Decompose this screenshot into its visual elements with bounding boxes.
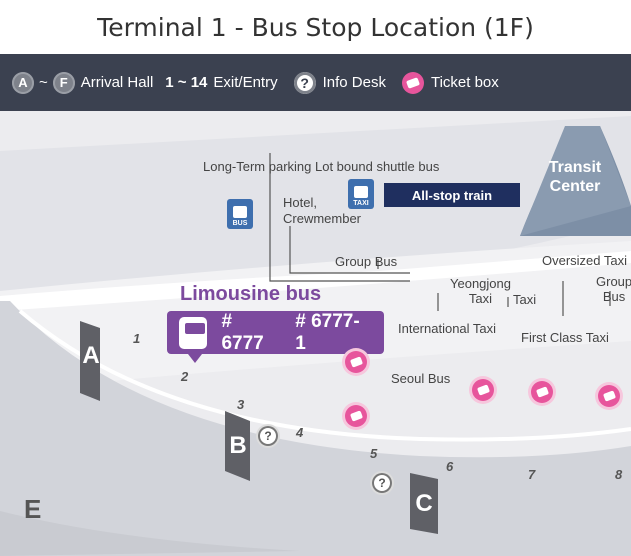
bus-icon-text: BUS bbox=[232, 220, 248, 227]
legend-exit: 1 ~ 14 Exit/Entry bbox=[165, 74, 277, 91]
exit-5-marker: 5 bbox=[370, 446, 378, 461]
all-stop-train-label: All-stop train bbox=[384, 183, 520, 207]
taxi-icon: TAXI bbox=[348, 179, 374, 209]
bus-icon: BUS bbox=[227, 199, 253, 229]
limousine-bus-icon bbox=[179, 316, 208, 349]
hotel-crewmember-label: Hotel, Crewmember bbox=[283, 195, 362, 226]
hall-c-marker: C bbox=[415, 489, 433, 517]
taxi-label: Taxi bbox=[513, 292, 537, 307]
legend-tilde: ~ bbox=[39, 74, 48, 91]
exit-6-marker: 6 bbox=[446, 459, 454, 474]
arrival-hall-label: Arrival Hall bbox=[80, 74, 154, 91]
ticket-box-icon bbox=[598, 385, 620, 407]
shuttle-bus-label: Long-Term parking Lot bound shuttle bus bbox=[203, 159, 440, 174]
route-6777: # 6777 bbox=[221, 310, 264, 354]
terminal-map: A B C E Long-Term parking Lot bound shut… bbox=[0, 111, 631, 556]
ticket-box-label: Ticket box bbox=[430, 74, 499, 91]
group-bus-label: Group Bus bbox=[335, 254, 398, 269]
first-class-taxi-label: First Class Taxi bbox=[521, 330, 609, 345]
seoul-bus-label: Seoul Bus bbox=[391, 371, 451, 386]
group-bus-right-label: Group Bus bbox=[596, 274, 631, 304]
exit-4-marker: 4 bbox=[296, 425, 304, 440]
ticket-box-icon bbox=[345, 405, 367, 427]
limousine-route-box: # 6777 # 6777-1 bbox=[167, 311, 384, 354]
hall-a-marker: A bbox=[82, 342, 100, 369]
ticket-box-icon bbox=[401, 71, 424, 94]
exit-7-marker: 7 bbox=[528, 467, 536, 482]
ticket-box-icon bbox=[345, 351, 367, 373]
hall-a-badge: A bbox=[12, 71, 34, 94]
hall-e-marker: E bbox=[24, 494, 42, 524]
transit-center-label: Transit Center bbox=[548, 159, 602, 195]
legend-bar: A ~ F Arrival Hall 1 ~ 14 Exit/Entry ? I… bbox=[0, 54, 631, 111]
exit-range: 1 ~ 14 bbox=[165, 74, 208, 91]
info-desk-icon: ? bbox=[293, 71, 316, 94]
info-desk-icon: ? bbox=[372, 473, 392, 493]
exit-8-marker: 8 bbox=[615, 467, 623, 482]
taxi-icon-text: TAXI bbox=[353, 200, 369, 207]
exit-label: Exit/Entry bbox=[213, 74, 278, 91]
info-desk-label: Info Desk bbox=[322, 74, 386, 91]
limousine-bus-title: Limousine bus bbox=[180, 283, 322, 305]
yeongjong-taxi-label: Yeongjong Taxi bbox=[450, 276, 511, 306]
page-title: Terminal 1 - Bus Stop Location (1F) bbox=[97, 12, 534, 42]
exit-1-marker: 1 bbox=[133, 331, 141, 346]
ticket-box-icon bbox=[531, 381, 553, 403]
route-6777-1: # 6777-1 bbox=[295, 310, 360, 354]
hall-b-marker: B bbox=[229, 432, 247, 459]
hall-f-badge: F bbox=[52, 71, 75, 94]
legend-info: ? Info Desk bbox=[293, 71, 386, 94]
oversized-taxi-label: Oversized Taxi bbox=[542, 253, 628, 268]
exit-3-marker: 3 bbox=[237, 397, 245, 412]
legend-arrival-hall: A ~ F Arrival Hall bbox=[12, 71, 154, 94]
ticket-box-icon bbox=[472, 379, 494, 401]
legend-ticket: Ticket box bbox=[401, 71, 499, 94]
international-taxi-label: International Taxi bbox=[398, 321, 497, 336]
limousine-pointer bbox=[188, 354, 202, 363]
exit-2-marker: 2 bbox=[181, 369, 189, 384]
info-desk-icon: ? bbox=[258, 426, 278, 446]
